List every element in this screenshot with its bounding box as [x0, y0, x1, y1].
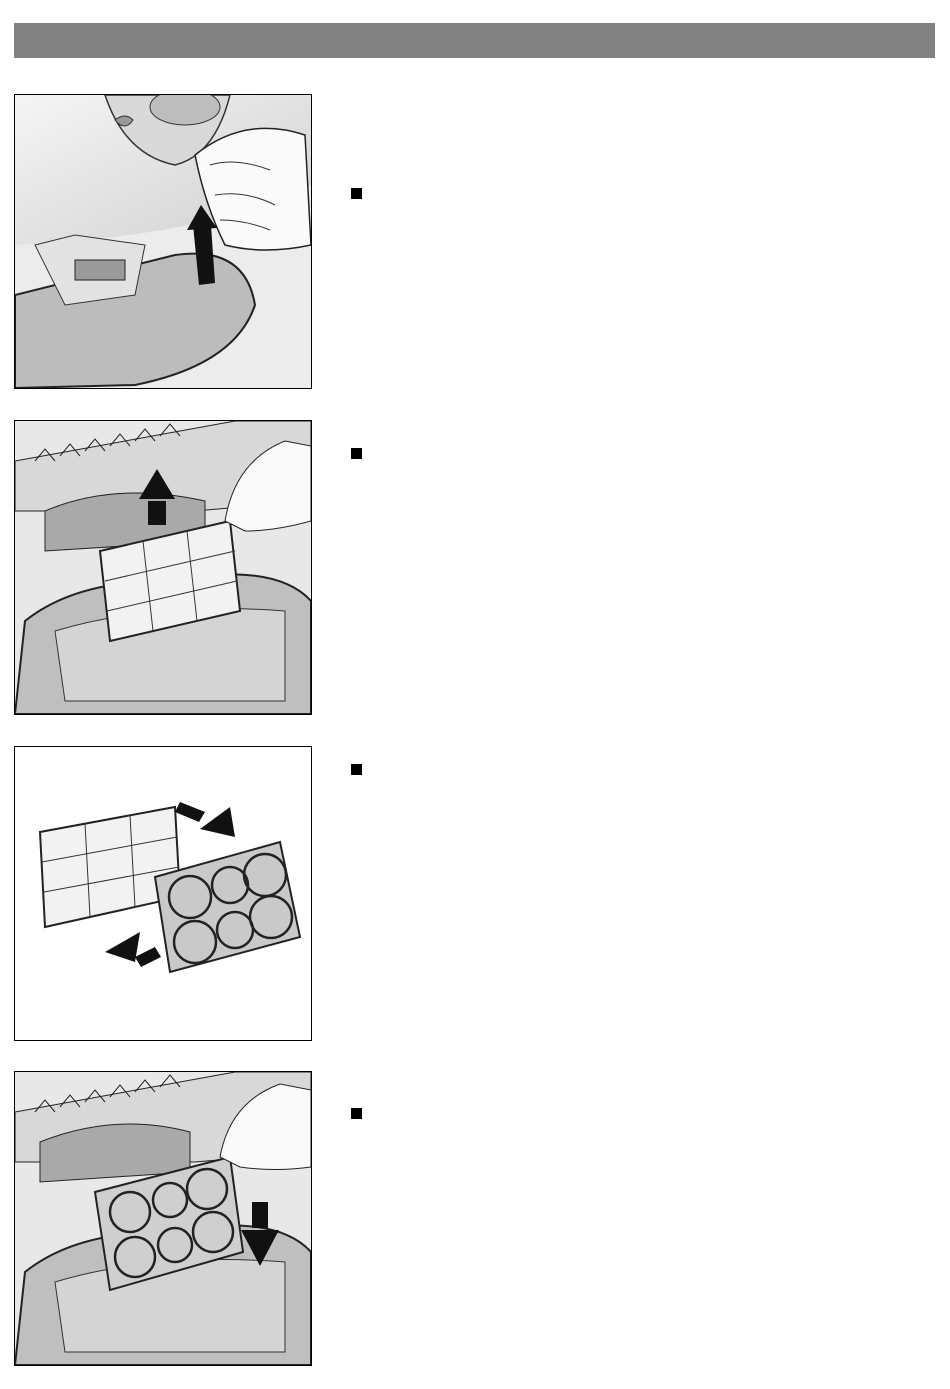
- header-bar: [14, 23, 935, 58]
- step-4-bullet: [351, 1108, 362, 1119]
- step-3-bullet: [351, 764, 362, 775]
- step-2-bullet: [351, 448, 362, 459]
- step-2-illustration: [14, 420, 312, 715]
- step-3-illustration: [14, 746, 312, 1041]
- step-1-bullet: [351, 188, 362, 199]
- step-4-illustration: [14, 1071, 312, 1366]
- step-1-illustration: [14, 94, 312, 389]
